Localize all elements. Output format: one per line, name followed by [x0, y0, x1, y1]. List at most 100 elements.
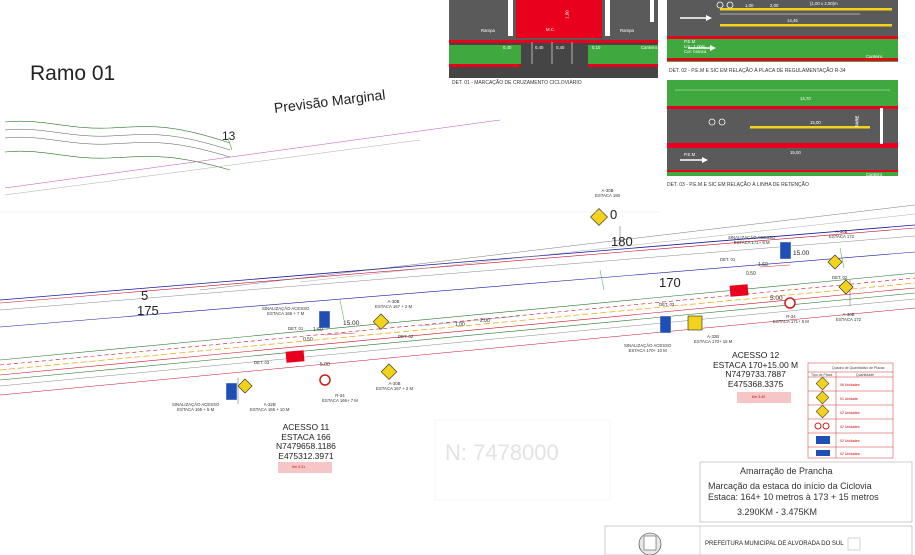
- det-ref: DET. 02: [398, 334, 414, 339]
- dim-label: 15.00: [343, 320, 360, 327]
- dim-label: 1.60: [758, 262, 768, 268]
- det03-dim: 15,00: [810, 120, 821, 125]
- warning-sign-icon: [590, 208, 608, 226]
- title-block-l3: Estaca: 164+ 10 metros à 173 + 15 metros: [708, 492, 879, 502]
- northing-label: N: 7478000: [445, 440, 559, 465]
- det02-dim: 2,00: [770, 3, 779, 8]
- km-stamp: Km 3.31: [292, 465, 306, 469]
- det-ref: DET. 02: [832, 275, 848, 280]
- det03-dim: 15,00: [790, 150, 801, 155]
- station-label: 5: [141, 288, 149, 303]
- signs: [225, 208, 854, 401]
- det02-dim: 1,00: [745, 3, 754, 8]
- dim-label: 0.50: [746, 271, 756, 277]
- dim-label: 15.00: [793, 250, 810, 257]
- det03-dim: 14,70: [800, 96, 811, 101]
- acesso-12-block: ACESSO 12 ESTACA 170+15.00 M N7479733.78…: [713, 350, 799, 389]
- warning-sign-icon: [687, 315, 703, 331]
- title-block-footer: PREFEITURA MUNICIPAL DE ALVORADA DO SUL: [705, 541, 844, 547]
- legend-row: 02 Unidades: [840, 425, 860, 429]
- title-block-l2: Marcação da estaca do início da Ciclovia: [708, 481, 872, 491]
- blue-sign-icon: [659, 315, 672, 334]
- det-ref: DET. 03: [659, 302, 675, 307]
- det01-label: M.C.: [546, 27, 556, 32]
- dim-label: 0.50: [303, 337, 313, 343]
- dim-label: 1.60: [313, 327, 323, 333]
- dim-label: 2.00: [480, 318, 490, 324]
- title-block-l1: Amarração de Prancha: [740, 466, 833, 476]
- det01-label: Rampa: [481, 28, 495, 33]
- regulation-sign-icon: [784, 297, 796, 309]
- warning-sign-icon: [838, 279, 854, 295]
- det01-dim: 1,60: [564, 10, 570, 19]
- station-label: 0: [610, 207, 618, 222]
- det02-label: P.E.M: [684, 39, 696, 44]
- det03-label: PARE: [854, 115, 860, 128]
- legend-head: Quantidade: [856, 373, 875, 377]
- marginal-road: [4, 119, 501, 196]
- det02-dim: 14,45: [787, 18, 798, 23]
- det-ref: DET. 03: [254, 360, 270, 365]
- det03-label: Canteiro: [866, 172, 883, 177]
- det02-label: Lm.: 1,00m: [684, 44, 706, 49]
- drawing-title: Ramo 01: [30, 62, 116, 85]
- blue-sign-icon: [225, 382, 238, 401]
- det01-dim: 0,40: [535, 45, 544, 50]
- det02-label: Cor: branca: [684, 49, 707, 54]
- det03-label: P.E.M: [684, 152, 696, 157]
- title-block: [278, 392, 913, 555]
- legend-row: 02 Unidades: [840, 411, 860, 415]
- dim-label: 1.00: [455, 322, 465, 328]
- det02-panel: [667, 0, 898, 62]
- det01-label: Rampa: [620, 28, 634, 33]
- det-ref: DET. 01: [720, 257, 736, 262]
- warning-sign-icon: [237, 378, 253, 394]
- det01-dim: 0,10: [592, 45, 601, 50]
- km-stamp: Km 3.40: [752, 395, 766, 399]
- warning-sign-icon: [827, 254, 843, 270]
- dim-label: 5.00: [770, 295, 783, 302]
- legend-row: 06 Unidades: [840, 383, 860, 387]
- det02-label: Canteiro: [866, 54, 883, 59]
- station-label: 175: [137, 303, 159, 318]
- main-road: [0, 137, 915, 404]
- det03-panel: [667, 80, 898, 176]
- det01-dim: 0,40: [503, 45, 512, 50]
- station-label: 170: [659, 275, 681, 290]
- det01-caption: DET. 01 - MARCAÇÃO DE CRUZAMENTO CICLOVI…: [452, 80, 582, 86]
- det01-panel: [449, 0, 658, 78]
- legend-row: 02 Unidades: [840, 452, 860, 456]
- det-ref: DET. 01: [288, 326, 304, 331]
- title-block-l4: 3.290KM - 3.475KM: [737, 507, 818, 517]
- warning-sign-icon: [380, 363, 398, 380]
- station-label: 180: [611, 234, 633, 249]
- warning-sign-icon: [372, 313, 390, 330]
- dim-label: 5.00: [320, 362, 330, 368]
- legend-row: 01 Unidade: [840, 397, 858, 401]
- legend-title: Quadro de Quantitativo de Placas: [832, 366, 885, 370]
- det01-label: Canteiro: [641, 45, 658, 50]
- det03-caption: DET. 03 - P.E.M E SIC EM RELAÇÃO À LINHA…: [667, 182, 809, 188]
- blue-sign-icon: [779, 241, 792, 260]
- station-label: 13: [222, 129, 236, 143]
- blue-sign-icon: [318, 310, 331, 329]
- det01-dim: 0,40: [556, 45, 565, 50]
- legend-head: Tipo de Placa: [811, 373, 833, 377]
- legend-row: 02 Unidades: [840, 439, 860, 443]
- det02-dim: (1,00 x 2,00)m: [810, 1, 838, 6]
